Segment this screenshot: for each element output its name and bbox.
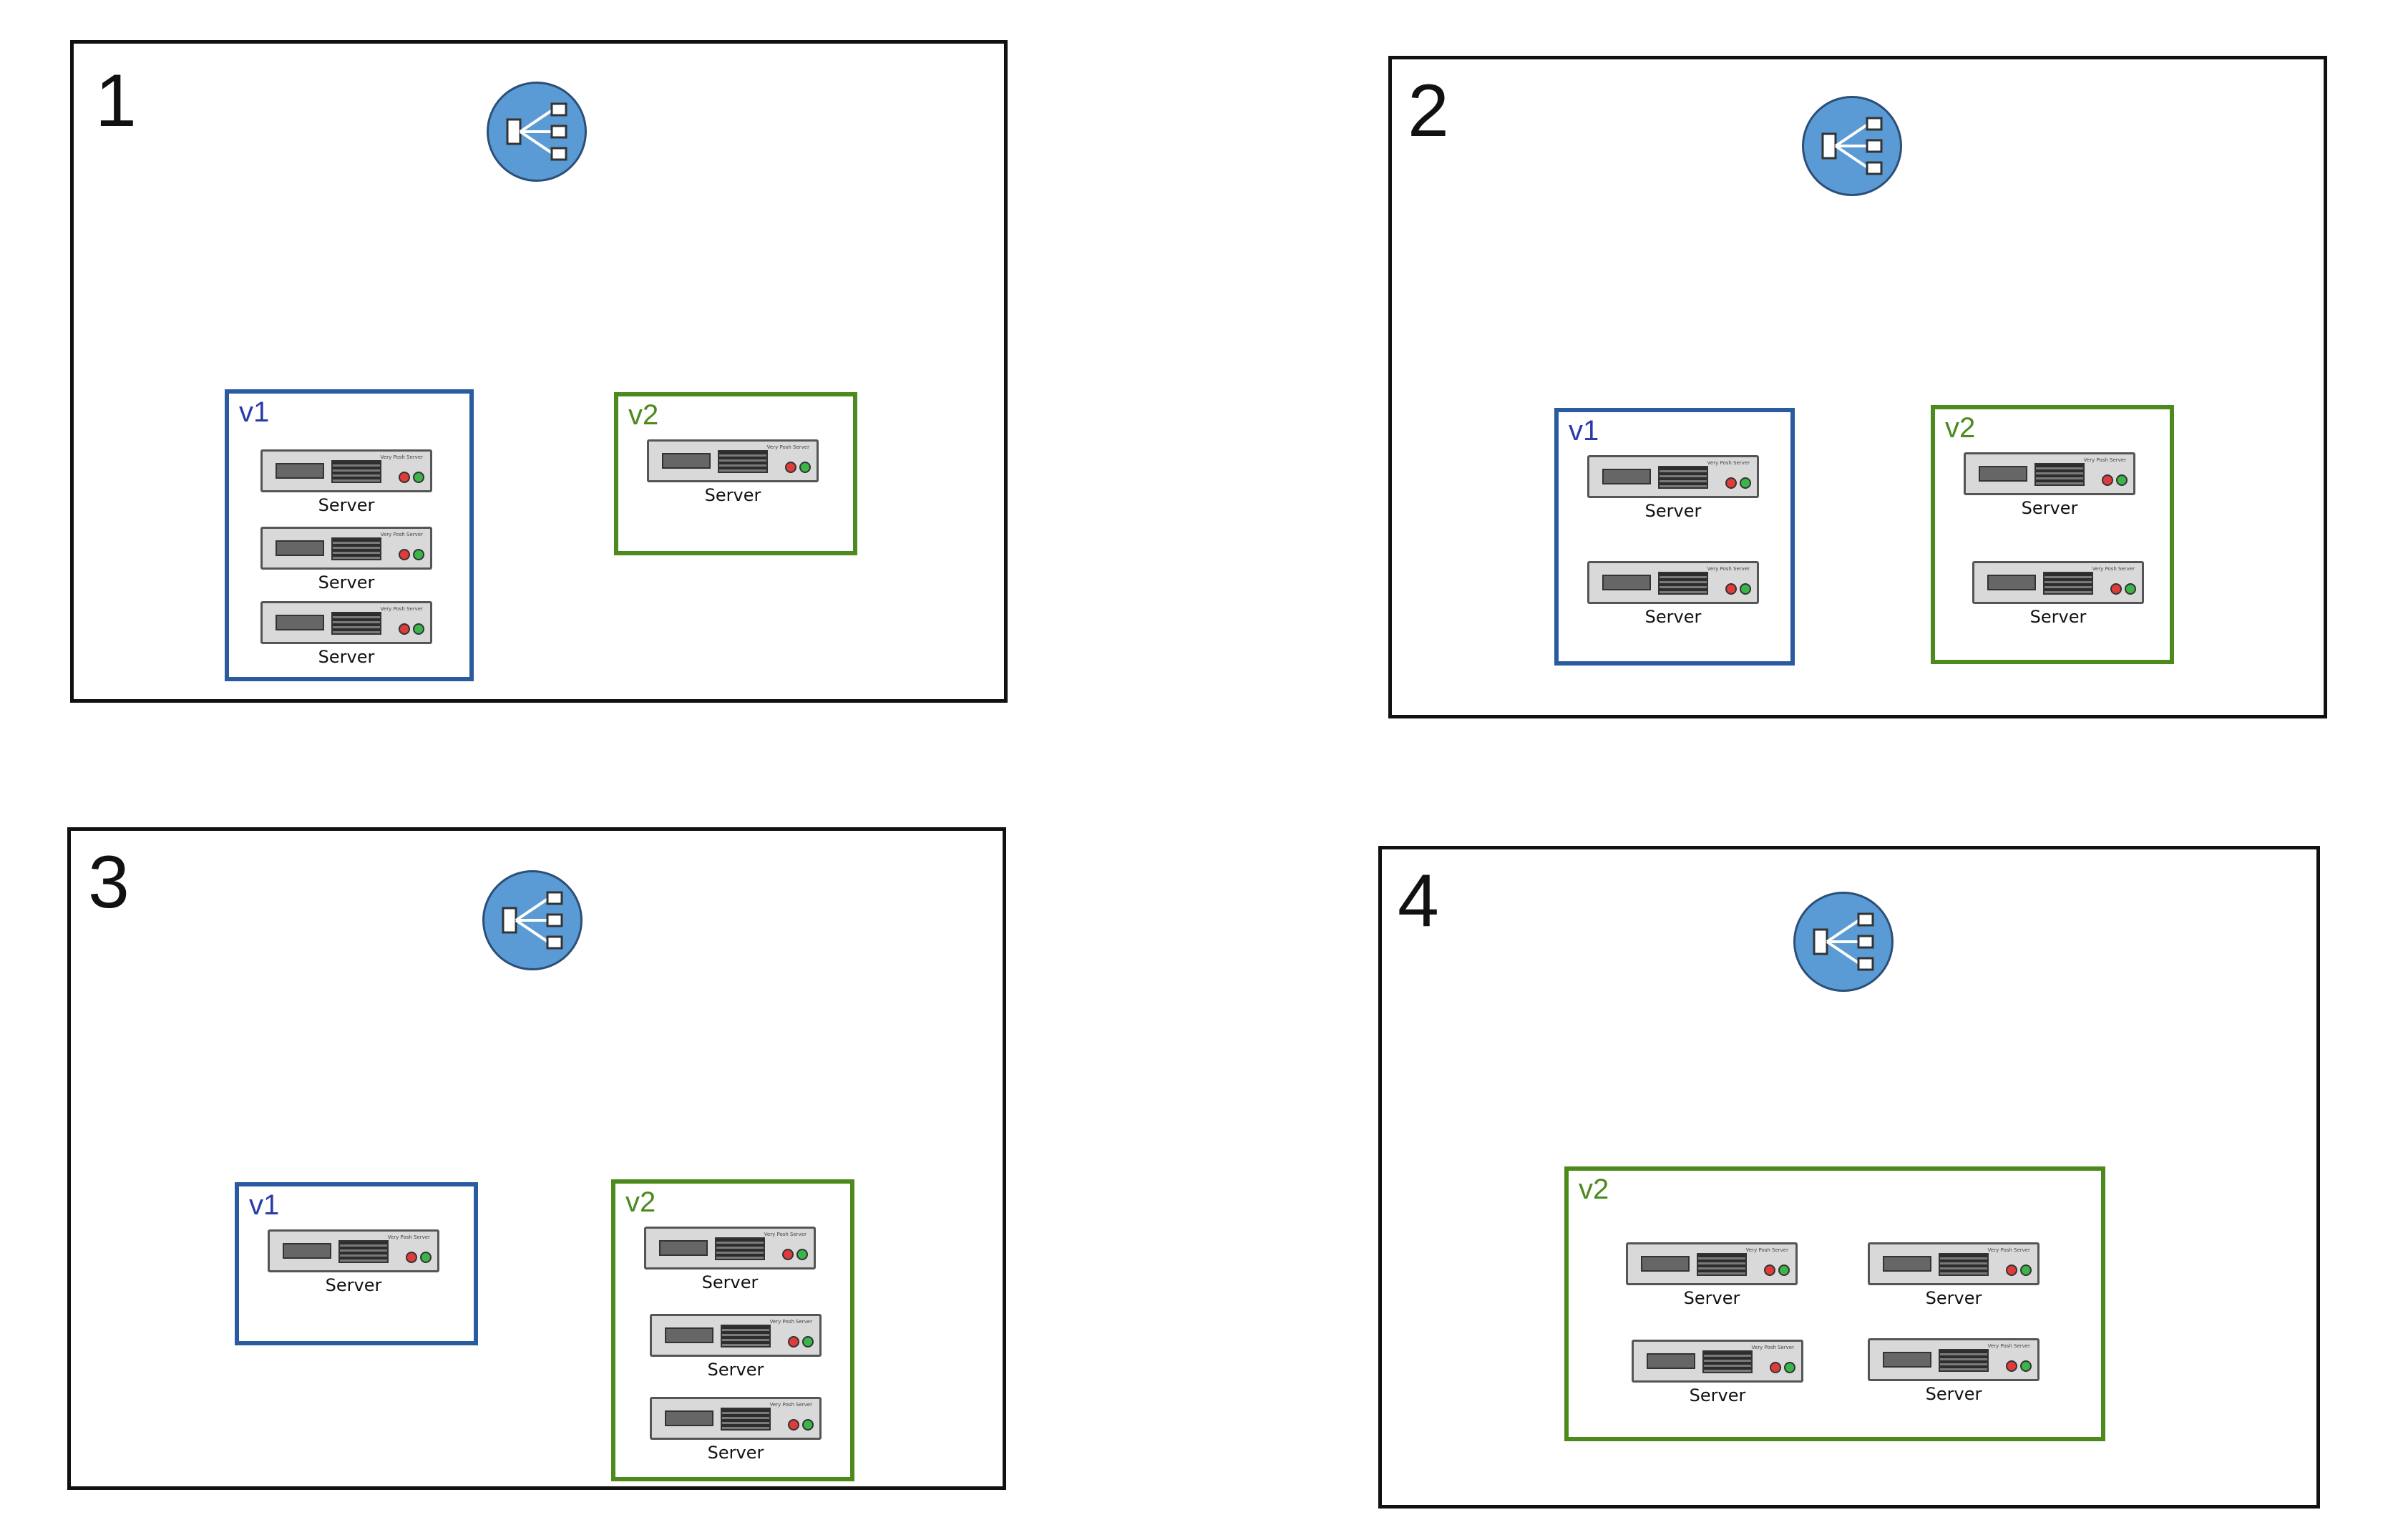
server-label: Server bbox=[1689, 1385, 1746, 1405]
server-label: Server bbox=[1925, 1384, 1982, 1404]
v1-group: v1 Very Posh Server Server Very Posh Ser… bbox=[225, 389, 474, 681]
server-badge: Very Posh Server bbox=[380, 532, 423, 537]
server-label: Server bbox=[707, 1443, 764, 1463]
server-label: Server bbox=[2021, 498, 2078, 518]
server-badge: Very Posh Server bbox=[387, 1234, 430, 1240]
server-badge: Very Posh Server bbox=[1751, 1345, 1794, 1350]
server-label: Server bbox=[1925, 1288, 1982, 1308]
server-label: Server bbox=[1644, 501, 1702, 521]
server-badge: Very Posh Server bbox=[769, 1319, 812, 1325]
group-label: v2 bbox=[628, 399, 659, 431]
group-label: v2 bbox=[625, 1186, 656, 1218]
group-label: v1 bbox=[1569, 415, 1599, 447]
panel-number: 2 bbox=[1408, 69, 1449, 152]
server-badge: Very Posh Server bbox=[1707, 566, 1750, 572]
server-badge: Very Posh Server bbox=[766, 444, 809, 450]
server-badge: Very Posh Server bbox=[1987, 1247, 2030, 1253]
panel-number: 3 bbox=[88, 841, 130, 924]
group-label: v2 bbox=[1945, 412, 1976, 444]
group-label: v1 bbox=[249, 1189, 280, 1221]
server-label: Server bbox=[1683, 1288, 1740, 1308]
server-label: Server bbox=[318, 647, 375, 667]
panel-number: 1 bbox=[95, 59, 137, 142]
server-label: Server bbox=[325, 1275, 382, 1295]
server-badge: Very Posh Server bbox=[2092, 566, 2135, 572]
server-badge: Very Posh Server bbox=[2083, 457, 2126, 463]
load-balancer-icon bbox=[1793, 892, 1894, 992]
server-label: Server bbox=[318, 572, 375, 593]
panel-3: 3 bbox=[67, 827, 1006, 1490]
server-badge: Very Posh Server bbox=[380, 606, 423, 612]
server-label: Server bbox=[318, 495, 375, 515]
server-label: Server bbox=[1644, 607, 1702, 627]
server-badge: Very Posh Server bbox=[769, 1402, 812, 1408]
v1-group: v1 Very Posh Server Server Very Posh Ser… bbox=[1554, 408, 1795, 666]
server-badge: Very Posh Server bbox=[1987, 1343, 2030, 1349]
v2-group: v2 Very Posh Server Server Very Posh Ser… bbox=[611, 1179, 854, 1481]
panel-number: 4 bbox=[1398, 859, 1439, 942]
v2-group: v2 Very Posh Server Server bbox=[614, 392, 857, 555]
load-balancer-icon bbox=[482, 870, 583, 970]
v2-group: v2 Very Posh Server Server Very Posh Ser… bbox=[1564, 1166, 2105, 1441]
server-label: Server bbox=[701, 1272, 759, 1292]
load-balancer-icon bbox=[1802, 96, 1902, 196]
server-badge: Very Posh Server bbox=[1707, 460, 1750, 466]
load-balancer-icon bbox=[487, 82, 587, 182]
group-label: v1 bbox=[239, 396, 270, 428]
v2-group: v2 Very Posh Server Server Very Posh Ser… bbox=[1931, 405, 2174, 664]
server-label: Server bbox=[2029, 607, 2087, 627]
v1-group: v1 Very Posh Server Server bbox=[235, 1182, 478, 1345]
server-label: Server bbox=[704, 485, 761, 505]
server-badge: Very Posh Server bbox=[380, 454, 423, 460]
server-label: Server bbox=[707, 1360, 764, 1380]
server-badge: Very Posh Server bbox=[764, 1232, 806, 1237]
group-label: v2 bbox=[1579, 1174, 1609, 1205]
server-badge: Very Posh Server bbox=[1745, 1247, 1788, 1253]
